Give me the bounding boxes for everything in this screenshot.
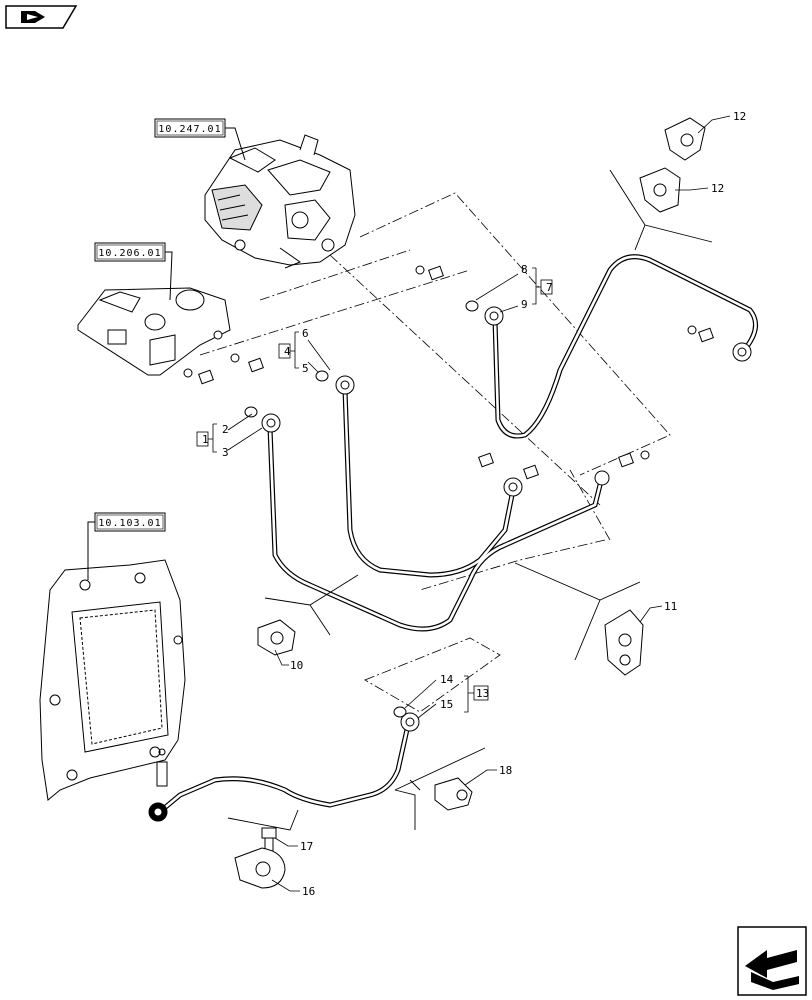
callout-12-upper: 12 (733, 110, 746, 123)
ref-text-ecu: 10.103.01 (98, 518, 161, 529)
callout-16: 16 (302, 885, 315, 898)
callout-9: 9 (521, 298, 528, 311)
callout-17: 17 (300, 840, 313, 853)
previous-page-button[interactable] (737, 926, 807, 996)
callout-1: 1 (202, 433, 209, 446)
ref-text-filter: 10.206.01 (98, 248, 161, 259)
fuel-injection-pump (204, 134, 356, 269)
callout-12-lower: 12 (711, 182, 724, 195)
fuel-filter-housing (77, 287, 231, 376)
callout-18: 18 (499, 764, 512, 777)
fuel-lines (159, 254, 758, 813)
callout-5: 5 (302, 362, 309, 375)
ref-box-ecu[interactable]: 10.103.01 (87, 512, 166, 580)
previous-page-arrow-icon (737, 926, 807, 996)
ref-box-filter[interactable]: 10.206.01 (94, 242, 173, 301)
callout-11: 11 (664, 600, 677, 613)
ecu-mounting-plate (39, 559, 186, 801)
callout-2: 2 (222, 423, 229, 436)
callout-15: 15 (440, 698, 453, 711)
callout-10: 10 (290, 659, 303, 672)
callout-3: 3 (222, 446, 229, 459)
callout-7: 7 (546, 281, 553, 294)
callout-8: 8 (521, 263, 528, 276)
pipe-clips (234, 117, 706, 889)
catalog-nav-button[interactable] (5, 5, 78, 29)
ref-box-pump[interactable]: 10.247.01 (154, 118, 246, 161)
callout-6: 6 (302, 327, 309, 340)
callout-13: 13 (476, 687, 489, 700)
ref-text-pump: 10.247.01 (158, 124, 221, 135)
callout-leaders (196, 115, 731, 892)
catalog-book-icon (5, 5, 78, 29)
callout-14: 14 (440, 673, 454, 686)
pipe-fittings (148, 265, 752, 822)
group-indicator-lines (227, 169, 713, 831)
callout-4: 4 (284, 345, 291, 358)
